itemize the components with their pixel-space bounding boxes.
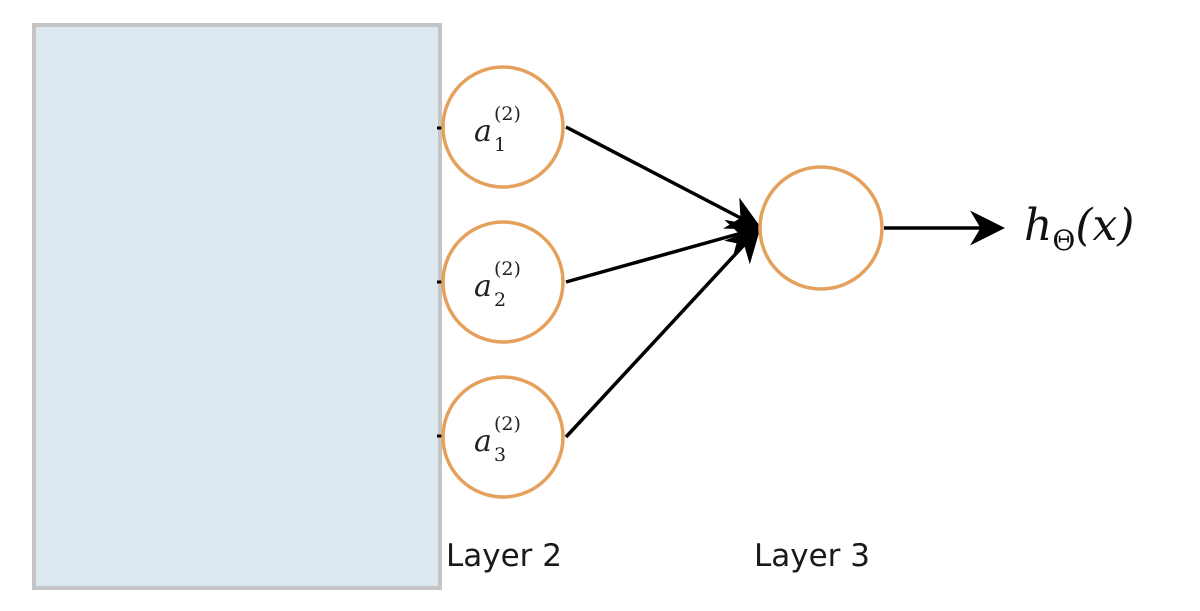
layer3-output-node xyxy=(758,165,884,291)
layer2-node-3: a (2) 3 xyxy=(441,375,565,499)
node-1-subscript: 1 xyxy=(494,134,506,156)
output-subscript: Θ xyxy=(1052,224,1075,257)
layer2-node-2: a (2) 2 xyxy=(441,220,565,344)
covered-input-layer-panel xyxy=(32,23,442,590)
node-3-subscript: 3 xyxy=(494,444,506,466)
edge-a1-to-output xyxy=(565,125,763,230)
layer3-label: Layer 3 xyxy=(754,538,870,574)
edge-a3-to-output xyxy=(564,226,761,439)
output-argument: (x) xyxy=(1075,200,1134,251)
edge-a2-to-output xyxy=(565,219,763,284)
layer2-label: Layer 2 xyxy=(446,538,562,574)
node-2-subscript: 2 xyxy=(494,289,506,311)
node-2-superscript: (2) xyxy=(494,258,521,280)
layer2-node-1: a (2) 1 xyxy=(441,65,565,189)
output-hypothesis-label: hΘ(x) xyxy=(1024,200,1134,257)
node-3-superscript: (2) xyxy=(494,413,521,435)
node-1-symbol: a xyxy=(474,114,492,149)
node-3-symbol: a xyxy=(474,424,492,459)
output-function: h xyxy=(1024,200,1052,251)
node-2-symbol: a xyxy=(474,269,492,304)
node-1-superscript: (2) xyxy=(494,103,521,125)
